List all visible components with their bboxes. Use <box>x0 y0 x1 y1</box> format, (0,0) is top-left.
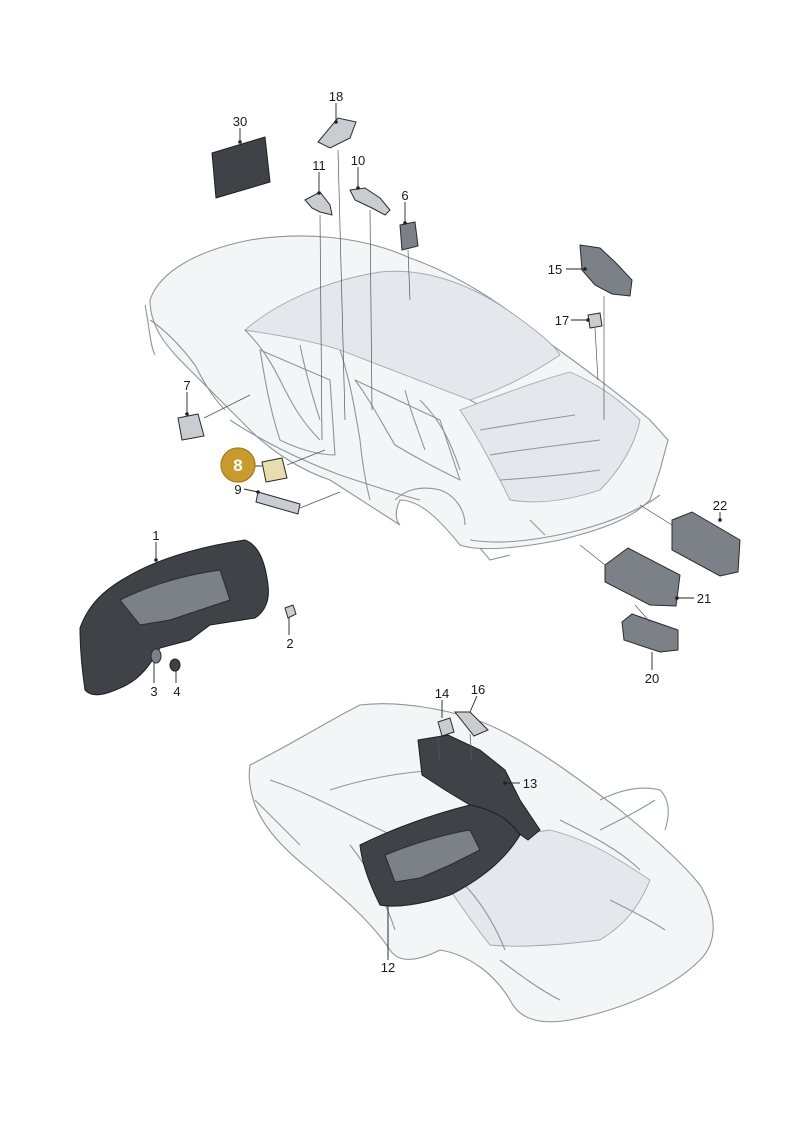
callout-10[interactable]: 10 <box>351 153 365 168</box>
part-30-pad <box>211 136 271 199</box>
callout-7[interactable]: 7 <box>183 378 190 393</box>
callout-1[interactable]: 1 <box>152 528 159 543</box>
callout-13[interactable]: 13 <box>523 776 537 791</box>
part-11-bracket <box>304 191 333 216</box>
part-8-block <box>261 457 288 483</box>
callout-4[interactable]: 4 <box>173 684 180 699</box>
part-1-inner-panel <box>119 569 231 626</box>
part-21-pad <box>604 547 681 607</box>
part-14-block <box>437 717 455 737</box>
callout-21[interactable]: 21 <box>697 591 711 606</box>
part-20-pad <box>621 613 679 653</box>
part-9-strip <box>255 491 301 515</box>
part-22-bracket <box>671 511 741 577</box>
part-7-block <box>177 413 205 441</box>
reference-lines <box>203 149 673 958</box>
part-15-bracket <box>579 244 633 297</box>
callout-12[interactable]: 12 <box>381 960 395 975</box>
callout-15[interactable]: 15 <box>548 262 562 277</box>
callout-22[interactable]: 22 <box>713 498 727 513</box>
upper-car-body <box>144 235 669 561</box>
part-2-clip <box>284 604 297 619</box>
callout-16[interactable]: 16 <box>471 682 485 697</box>
part-4-grommet <box>169 658 181 672</box>
part-3-clip <box>150 648 162 664</box>
callout-14[interactable]: 14 <box>435 686 449 701</box>
callout-11[interactable]: 11 <box>312 158 326 173</box>
part-13-tunnel <box>417 734 541 841</box>
part-12-inner <box>384 829 481 883</box>
callout-3[interactable]: 3 <box>150 684 157 699</box>
highlight-badge[interactable] <box>220 447 256 483</box>
leader-lines <box>153 103 722 960</box>
callout-2[interactable]: 2 <box>286 636 293 651</box>
callout-20[interactable]: 20 <box>645 671 659 686</box>
callout-6[interactable]: 6 <box>401 188 408 203</box>
callout-8[interactable]: 8 <box>233 456 242 475</box>
part-10-strip <box>349 187 391 216</box>
part-6-block <box>399 221 419 251</box>
callout-18[interactable]: 18 <box>329 89 343 104</box>
part-17-pad <box>587 312 603 329</box>
callout-9[interactable]: 9 <box>234 482 241 497</box>
callout-30[interactable]: 30 <box>233 114 247 129</box>
part-16-strip <box>453 711 489 737</box>
callout-17[interactable]: 17 <box>555 313 569 328</box>
